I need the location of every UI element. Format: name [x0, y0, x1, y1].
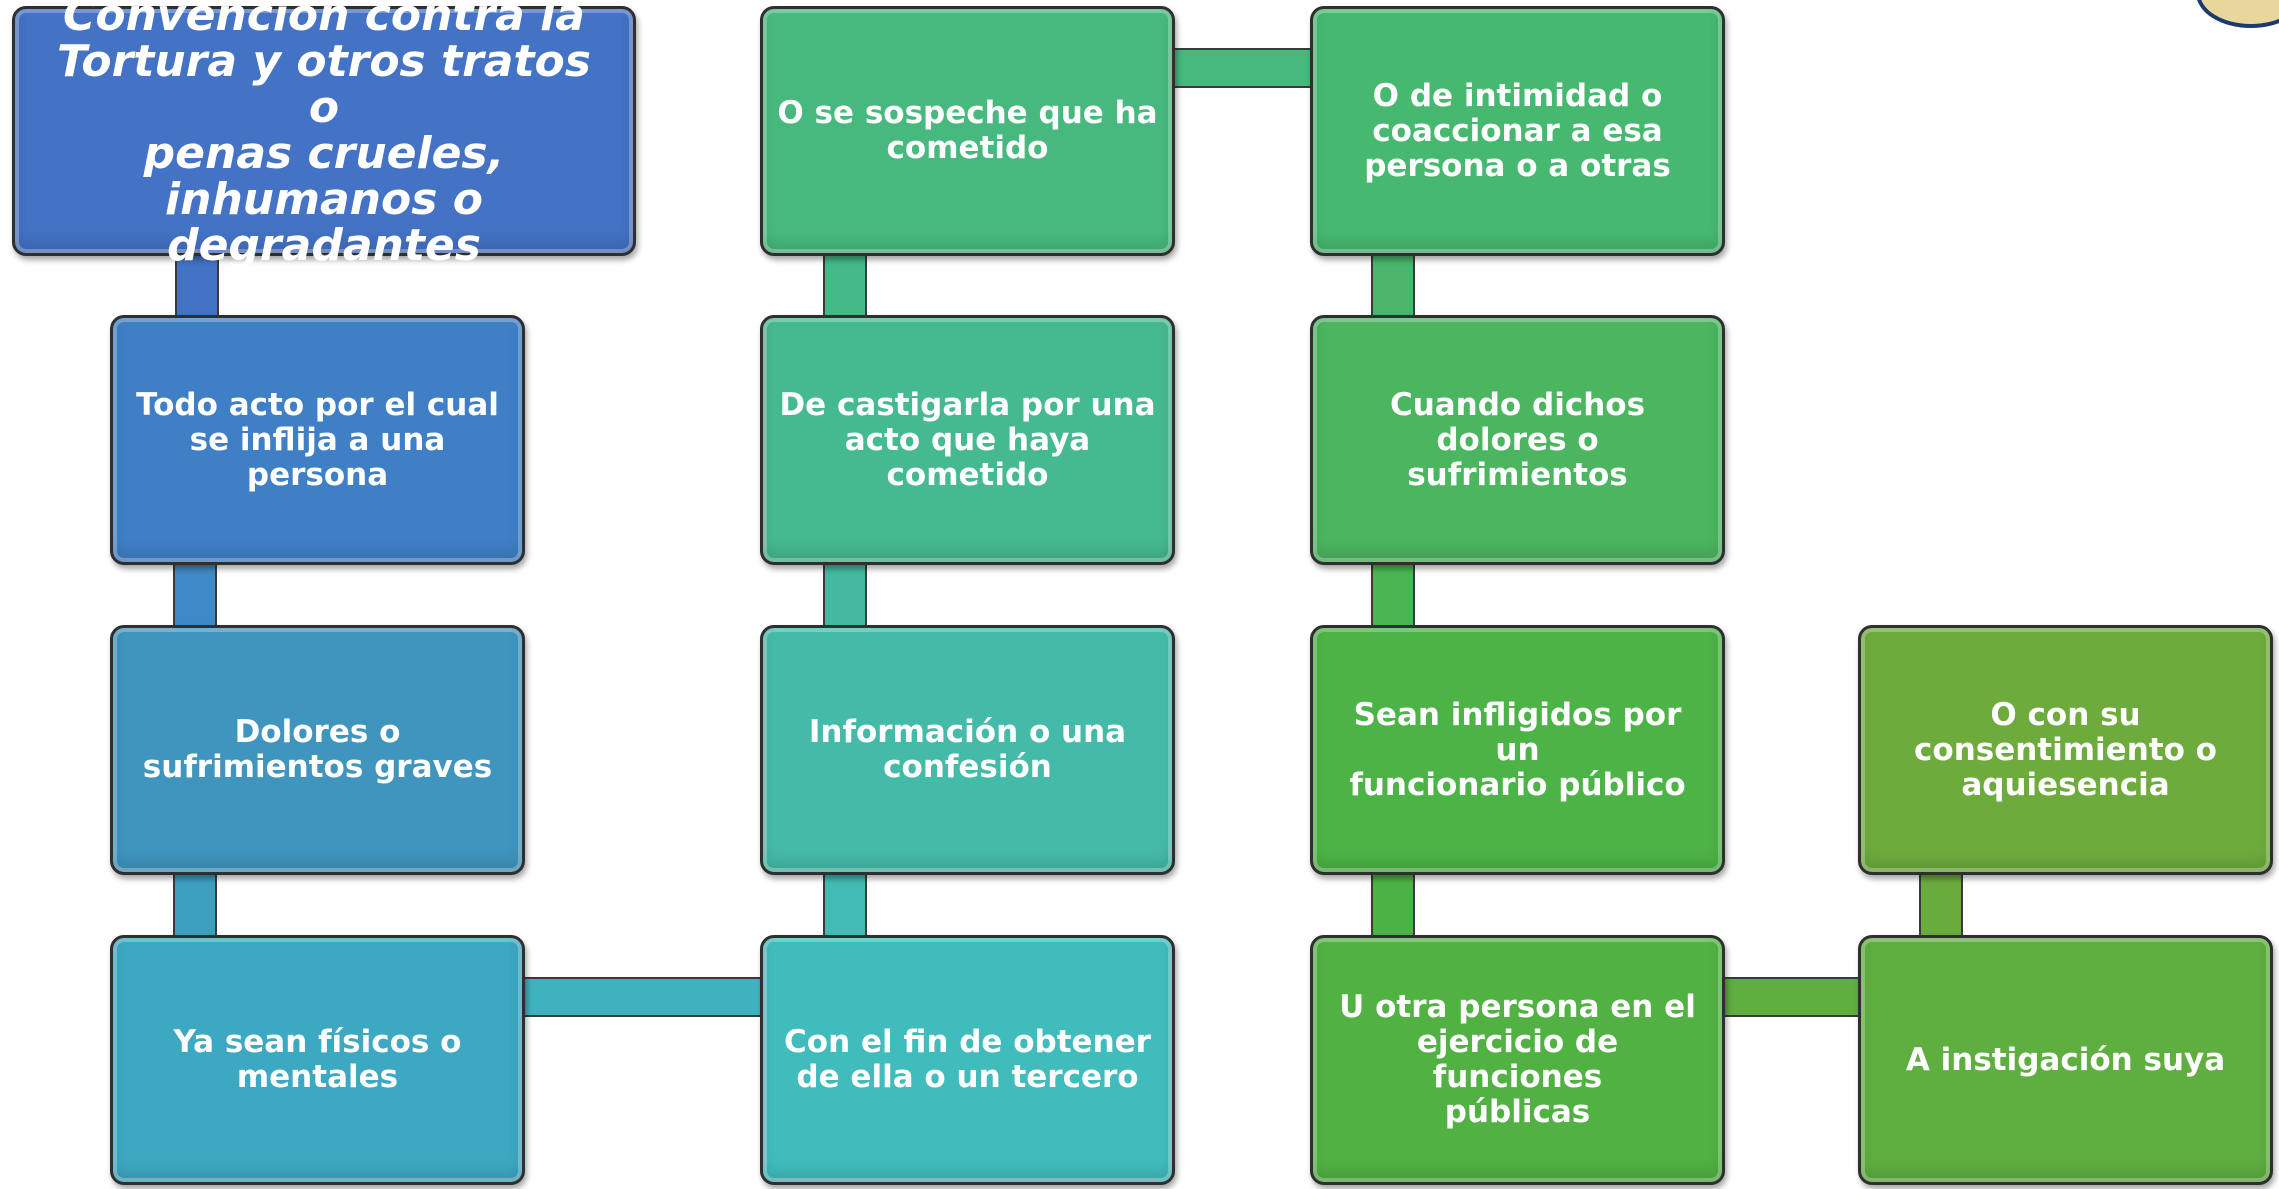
node-text: se inflija a una: [189, 421, 446, 458]
node-text: dolores o sufrimientos: [1407, 421, 1628, 493]
node-text: sufrimientos graves: [142, 749, 493, 785]
node-text: A instigación suya: [1905, 1041, 2226, 1078]
node-text: aquiesencia: [1961, 766, 2170, 803]
connector-obtener-to-informacion: [823, 865, 867, 945]
node-text: acto que haya: [844, 421, 1091, 458]
node-castigarla: De castigarla por una acto que haya come…: [760, 315, 1175, 565]
node-text: públicas: [1444, 1094, 1591, 1130]
node-text: O se sospeche que ha: [777, 95, 1158, 131]
connector-todo-acto-to-dolores: [173, 555, 217, 635]
connector-dolores-to-fisicos: [173, 865, 217, 945]
node-text: persona: [246, 456, 389, 493]
node-text: consentimiento o: [1914, 731, 2217, 768]
node-text: persona o a otras: [1364, 147, 1671, 184]
node-text: ejercicio de funciones: [1416, 1024, 1619, 1095]
title-line: degradantes: [167, 220, 481, 271]
node-text: coaccionar a esa: [1372, 112, 1663, 149]
connector-instigacion-to-consentimiento: [1919, 865, 1963, 945]
node-text: Con el fin de obtener: [784, 1024, 1151, 1060]
connector-funcionario-to-otra-persona: [1371, 865, 1415, 945]
node-text: mentales: [236, 1059, 399, 1095]
node-instigacion: A instigación suya: [1858, 935, 2273, 1185]
title-line: Tortura y otros tratos o: [57, 36, 591, 133]
node-text: confesión: [883, 749, 1052, 785]
connector-sospeche-to-intimidad: [1170, 48, 1315, 88]
node-text: Sean infligidos por un: [1353, 696, 1682, 768]
node-sospeche: O se sospeche que ha cometido: [760, 6, 1175, 256]
connector-intimidad-to-cuando: [1371, 245, 1415, 325]
title-line: penas crueles,: [143, 128, 505, 179]
node-dolores: Dolores o sufrimientos graves: [110, 625, 525, 875]
node-text: De castigarla por una: [779, 386, 1156, 423]
node-text: funcionario público: [1349, 766, 1686, 803]
node-text: Ya sean físicos o: [173, 1024, 462, 1060]
node-text: U otra persona en el: [1339, 989, 1696, 1025]
node-text: cometido: [886, 456, 1049, 493]
connector-fisicos-to-obtener: [520, 977, 765, 1017]
diagram-title-box: Convención contra la Tortura y otros tra…: [12, 0, 636, 269]
node-intimidad: O de intimidad o coaccionar a esa person…: [1310, 6, 1725, 256]
node-funcionario: Sean infligidos por un funcionario públi…: [1310, 625, 1725, 875]
connector-otra-persona-to-instigacion: [1720, 977, 1865, 1017]
node-fisicos: Ya sean físicos o mentales: [110, 935, 525, 1185]
node-text: Cuando dichos: [1389, 386, 1646, 423]
node-consentimiento: O con su consentimiento o aquiesencia: [1858, 625, 2273, 875]
node-text: Todo acto por el cual: [136, 386, 499, 423]
node-text: O con su: [1990, 696, 2141, 733]
node-text: Información o una: [808, 714, 1127, 750]
node-otra-persona: U otra persona en el ejercicio de funcio…: [1310, 935, 1725, 1185]
node-todo-acto: Todo acto por el cual se inflija a una p…: [110, 315, 525, 565]
connector-informacion-to-castigarla: [823, 555, 867, 635]
node-informacion: Información o una confesión: [760, 625, 1175, 875]
emblem-seal-icon: [2196, 0, 2279, 28]
node-cuando: Cuando dichos dolores o sufrimientos: [1310, 315, 1725, 565]
connector-castigarla-to-sospeche: [823, 245, 867, 325]
connector-cuando-to-funcionario: [1371, 555, 1415, 635]
node-text: cometido: [886, 130, 1049, 166]
title-line: inhumanos o: [165, 174, 483, 225]
node-obtener: Con el fin de obtener de ella o un terce…: [760, 935, 1175, 1185]
node-text: Dolores o: [234, 714, 401, 750]
node-text: O de intimidad o: [1372, 77, 1663, 114]
node-text: de ella o un tercero: [796, 1059, 1139, 1095]
title-line: Convención contra la: [63, 0, 585, 41]
